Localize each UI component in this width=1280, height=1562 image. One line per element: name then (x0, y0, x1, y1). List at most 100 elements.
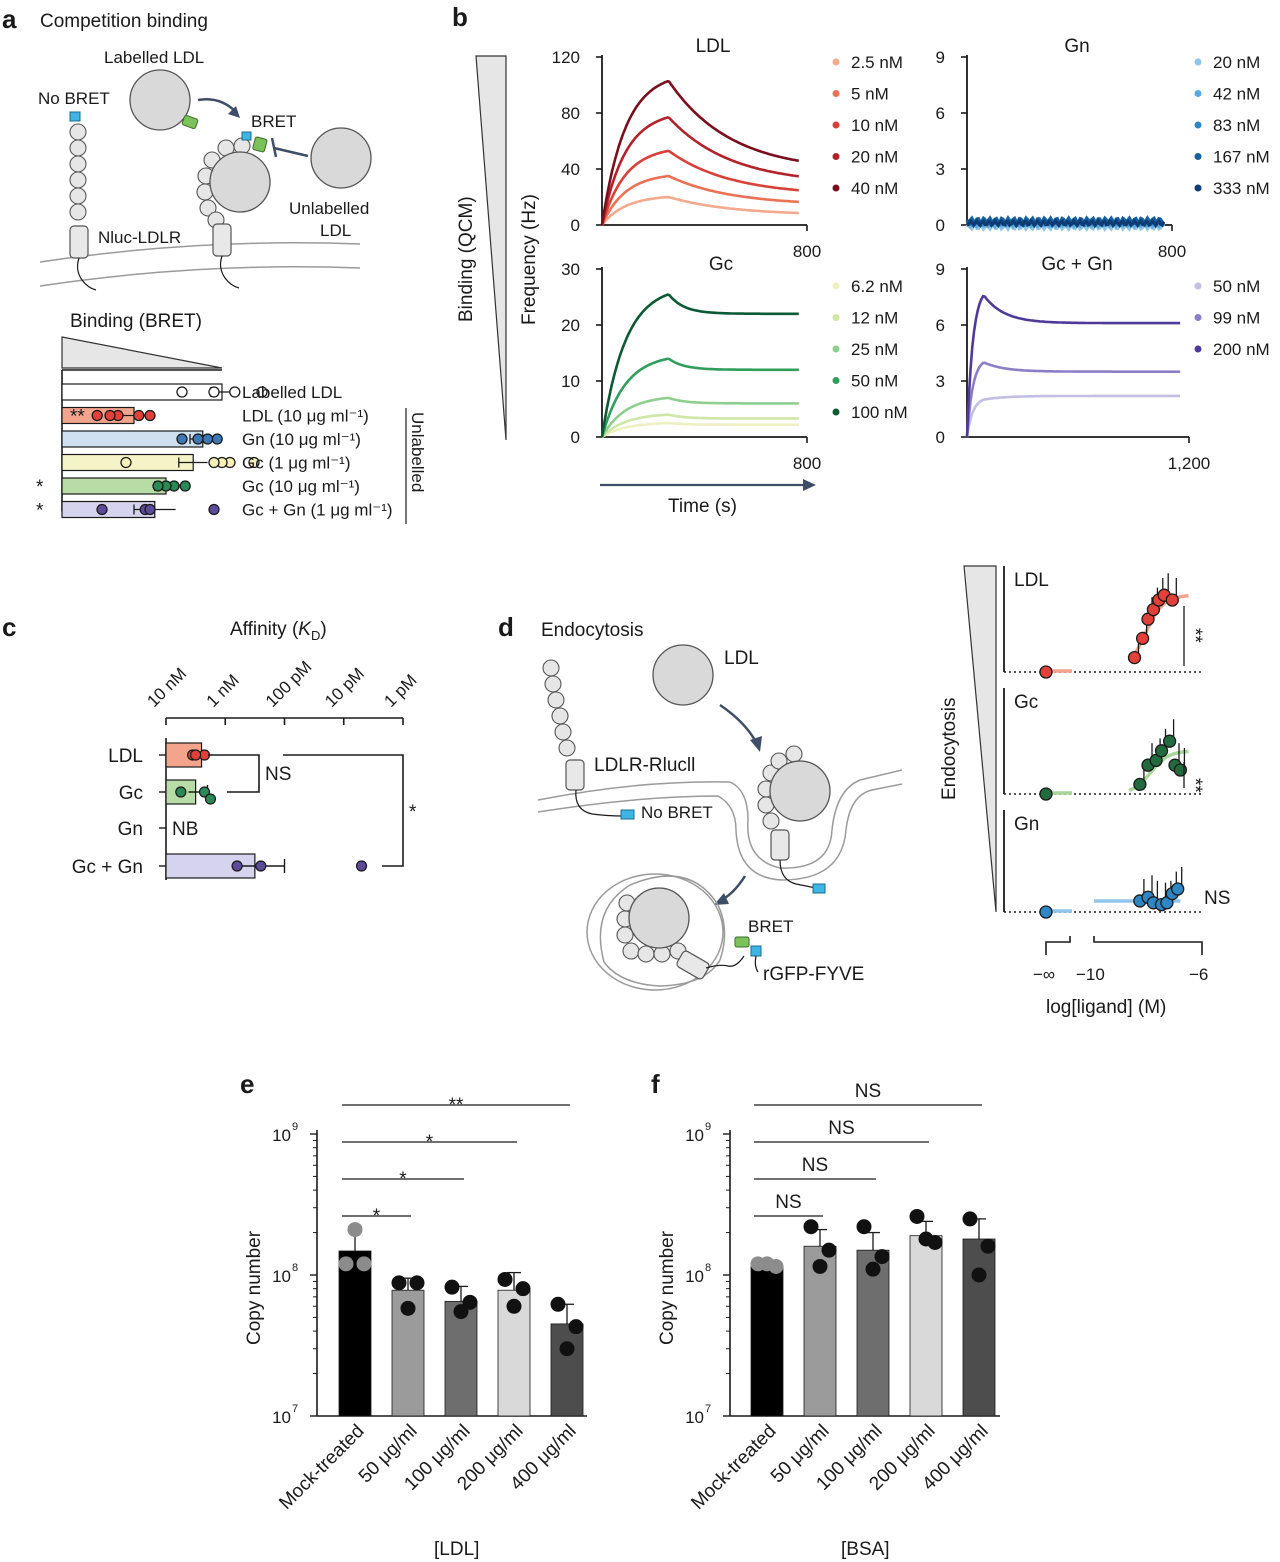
c-category-label: Gc (119, 783, 143, 804)
b-legend-label: 5 nM (851, 85, 889, 104)
receptor-bead (69, 187, 87, 205)
panel-d-letter: d (498, 612, 514, 642)
receptor-bead (69, 155, 87, 173)
a-point (208, 386, 220, 398)
ytick-label: 10 (685, 1408, 704, 1427)
a-category-label: Gc (10 μg ml⁻¹) (242, 477, 360, 496)
data-point (409, 1275, 425, 1291)
qcm-wedge (475, 55, 507, 441)
time-arrow-head (803, 479, 816, 491)
b-legend-label: 167 nM (1213, 148, 1270, 167)
data-point (962, 1211, 978, 1227)
d-bret-label: BRET (748, 917, 793, 936)
panel-c-letter: c (2, 612, 16, 642)
data-point (506, 1298, 522, 1314)
b-ytick-label: 0 (936, 216, 945, 235)
a-significance: * (36, 477, 44, 498)
a-category-label: Gn (10 μg ml⁻¹) (242, 430, 361, 449)
d-significance: ** (1184, 778, 1205, 793)
b-ytick-label: 120 (552, 48, 580, 67)
c-point (231, 860, 243, 872)
gfp-tag (734, 936, 750, 948)
receptor-tail (779, 859, 817, 889)
b-legend-marker (1194, 314, 1202, 321)
membrane-lower (39, 266, 361, 287)
d-receptor-pit (757, 745, 831, 894)
panel-a-title: Competition binding (40, 11, 208, 32)
a-no-bret-label: No BRET (38, 89, 110, 108)
d-point (1127, 650, 1142, 665)
c-xtick-label: 10 nM (143, 664, 190, 711)
b-legend-marker (832, 153, 840, 160)
b-legend-marker (1194, 153, 1202, 160)
a-point (192, 433, 204, 445)
receptor-bead (69, 171, 87, 189)
inhibition-line (273, 146, 309, 158)
b-legend-marker (832, 314, 840, 321)
b-series-line (966, 217, 1166, 229)
inhibition-bar (270, 137, 278, 158)
d-receptor-label: LDLR-Rlucll (594, 755, 695, 776)
c-point (355, 860, 368, 872)
d-pit-ldl-particle (769, 760, 831, 822)
a-point (176, 433, 188, 445)
c-point (255, 860, 267, 872)
a-bret-label: BRET (251, 112, 296, 131)
data-point (812, 1258, 828, 1274)
xtick-label: Mock-treated (687, 1421, 780, 1514)
b-chart-title: Gn (1064, 36, 1089, 57)
ytick-label: 10 (272, 1408, 291, 1427)
b-chart-title: LDL (696, 36, 731, 57)
a-point (208, 456, 220, 469)
receptor-bead (622, 942, 640, 960)
data-point (568, 1319, 584, 1335)
data-point (856, 1219, 872, 1235)
receptor-bead (554, 723, 572, 741)
d-xaxis-right (1093, 936, 1203, 955)
data-point (391, 1275, 407, 1291)
c-title-end: ) (320, 619, 326, 640)
ytick-label: 10 (685, 1267, 704, 1286)
data-point (550, 1296, 566, 1312)
a-category-label: Gc (1 μg ml⁻¹) (242, 454, 351, 473)
c-nb-label: NB (172, 819, 198, 840)
b-series-line (965, 294, 1181, 438)
ytick-exponent: 7 (705, 1403, 711, 1415)
receptor-stalk (565, 759, 585, 791)
bar (444, 1300, 478, 1417)
data-point (400, 1300, 416, 1316)
b-legend-label: 12 nM (851, 309, 898, 328)
b-series-line (600, 174, 799, 226)
b-legend-label: 100 nM (851, 403, 908, 422)
b-legend-label: 42 nM (1213, 85, 1260, 104)
bar (856, 1249, 890, 1417)
c-xtick-label: 10 pM (321, 664, 368, 711)
a-point (144, 409, 156, 422)
b-ylabel-outer: Binding (QCM) (456, 196, 477, 322)
d-ldl-label: LDL (724, 648, 759, 669)
a-significance: ** (70, 407, 85, 428)
b-xtick-label: 800 (793, 454, 821, 473)
b-legend-marker (1194, 345, 1202, 353)
receptor-stalk (676, 950, 710, 980)
ytick-label: 10 (272, 1267, 291, 1286)
data-point (803, 1219, 819, 1235)
data-point (515, 1281, 531, 1297)
c-category-label: Gn (118, 819, 143, 840)
d-xaxis-break-left (1045, 936, 1071, 955)
receptor-bound (196, 131, 271, 289)
a-point (211, 433, 223, 445)
b-legend-marker (1194, 282, 1202, 290)
b-ytick-label: 9 (936, 48, 945, 67)
b-legend-marker (832, 184, 840, 192)
d-xtick-neg-inf: −∞ (1033, 965, 1055, 984)
a-unlabelled-label-2: LDL (320, 221, 351, 240)
a-bar-chart: Labelled LDL**LDL (10 μg ml⁻¹)Gn (10 μg … (36, 369, 393, 522)
data-point (444, 1279, 460, 1295)
xtick-label: Mock-treated (275, 1421, 368, 1514)
arrow-head (228, 106, 240, 118)
